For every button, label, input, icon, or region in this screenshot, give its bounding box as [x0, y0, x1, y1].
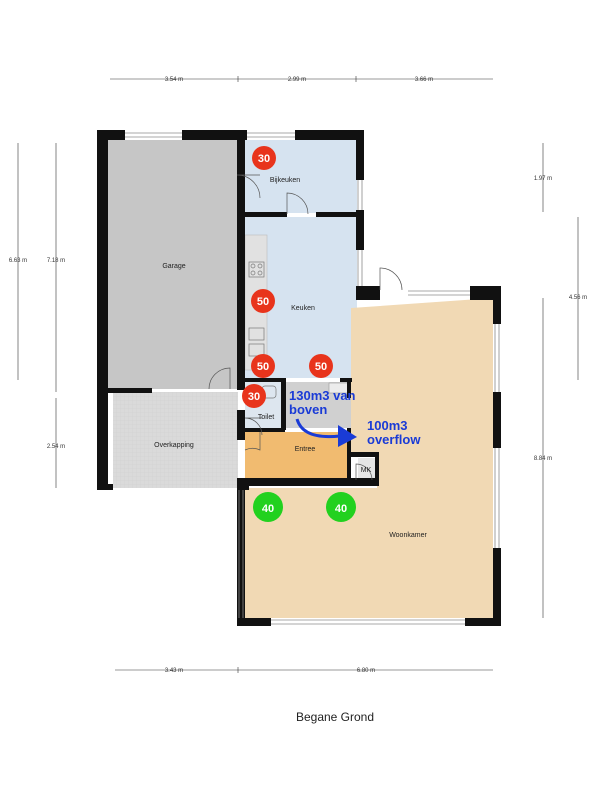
vent-badge-keuken-3: 50	[309, 354, 333, 378]
svg-text:50: 50	[257, 296, 269, 308]
entree-floor	[245, 432, 351, 479]
room-label-woonkamer: Woonkamer	[389, 532, 427, 539]
dim-left-3: 2.54 m	[47, 444, 65, 450]
cooktop	[248, 261, 265, 278]
svg-text:100m3: 100m3	[367, 418, 407, 433]
dim-left-1: 6.63 m	[9, 258, 27, 264]
room-label-entree: Entree	[295, 446, 316, 453]
woonkamer-floor	[245, 298, 493, 618]
svg-text:40: 40	[262, 503, 274, 515]
airflow-supply-label: 130m3 van boven	[289, 388, 356, 417]
walls	[97, 130, 501, 626]
dim-right-3: 8.84 m	[534, 456, 552, 462]
svg-text:50: 50	[315, 361, 327, 373]
svg-text:boven: boven	[289, 402, 327, 417]
doors	[208, 174, 403, 481]
dim-bottom-1: 3.43 m	[165, 668, 183, 674]
dim-right-2: 4.56 m	[569, 295, 587, 301]
svg-text:30: 30	[248, 391, 260, 403]
dim-top-1: 3.54 m	[165, 77, 183, 83]
dim-top-2: 2.99 m	[288, 77, 306, 83]
dim-right-1: 1.97 m	[534, 176, 552, 182]
airflow-overflow-label: 100m3 overflow	[367, 418, 421, 447]
dimension-lines	[17, 76, 579, 673]
svg-text:50: 50	[257, 361, 269, 373]
dim-left-2: 7.18 m	[47, 258, 65, 264]
windows	[125, 132, 500, 625]
room-label-meterkast: MK	[361, 467, 372, 474]
floor-title: Begane Grond	[296, 710, 374, 724]
garage-floor	[107, 140, 238, 389]
room-label-bijkeuken: Bijkeuken	[270, 177, 300, 184]
dim-top-3: 3.66 m	[415, 77, 433, 83]
dim-bottom-2: 6.80 m	[357, 668, 375, 674]
svg-text:30: 30	[258, 153, 270, 165]
vent-badge-woonkamer-2: 40	[326, 492, 356, 522]
svg-text:130m3 van: 130m3 van	[289, 388, 356, 403]
airflow-arrow	[295, 418, 357, 447]
room-label-keuken: Keuken	[291, 305, 315, 312]
room-label-overkapping: Overkapping	[154, 442, 194, 449]
svg-text:overflow: overflow	[367, 432, 421, 447]
vent-badge-keuken-2: 50	[251, 354, 275, 378]
vent-badge-bijkeuken: 30	[252, 146, 276, 170]
overkapping-floor	[113, 392, 238, 488]
svg-text:40: 40	[335, 503, 347, 515]
room-label-toilet: Toilet	[258, 414, 274, 421]
room-label-garage: Garage	[162, 263, 185, 270]
vent-badge-toilet: 30	[242, 384, 266, 408]
vent-badge-woonkamer-1: 40	[253, 492, 283, 522]
vent-badge-keuken-1: 50	[251, 289, 275, 313]
